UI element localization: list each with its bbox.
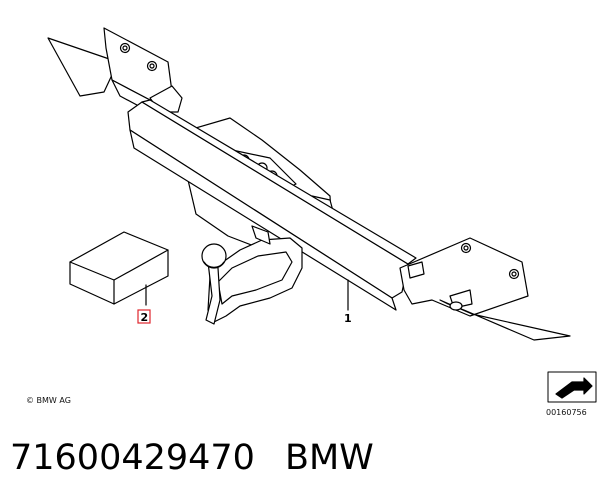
callout-2: 2 [141, 311, 149, 324]
parts-diagram: 1 2 [47, 27, 597, 403]
diagram-id-label: 00160756 [546, 408, 587, 417]
copyright-label: © BMW AG [26, 396, 71, 405]
callout-2-box [137, 309, 151, 324]
accessory-box [69, 231, 169, 305]
brand-name: BMW [284, 438, 374, 478]
diagram-symbol-icon [547, 371, 597, 403]
caption: 71600429470 BMW [10, 438, 404, 478]
tow-ball-neck [201, 225, 303, 325]
callout-1: 1 [344, 312, 352, 325]
right-mounting-bracket [399, 237, 571, 341]
cross-beam [127, 99, 417, 311]
left-mounting-bracket [47, 27, 183, 113]
part-number: 71600429470 [10, 438, 255, 478]
